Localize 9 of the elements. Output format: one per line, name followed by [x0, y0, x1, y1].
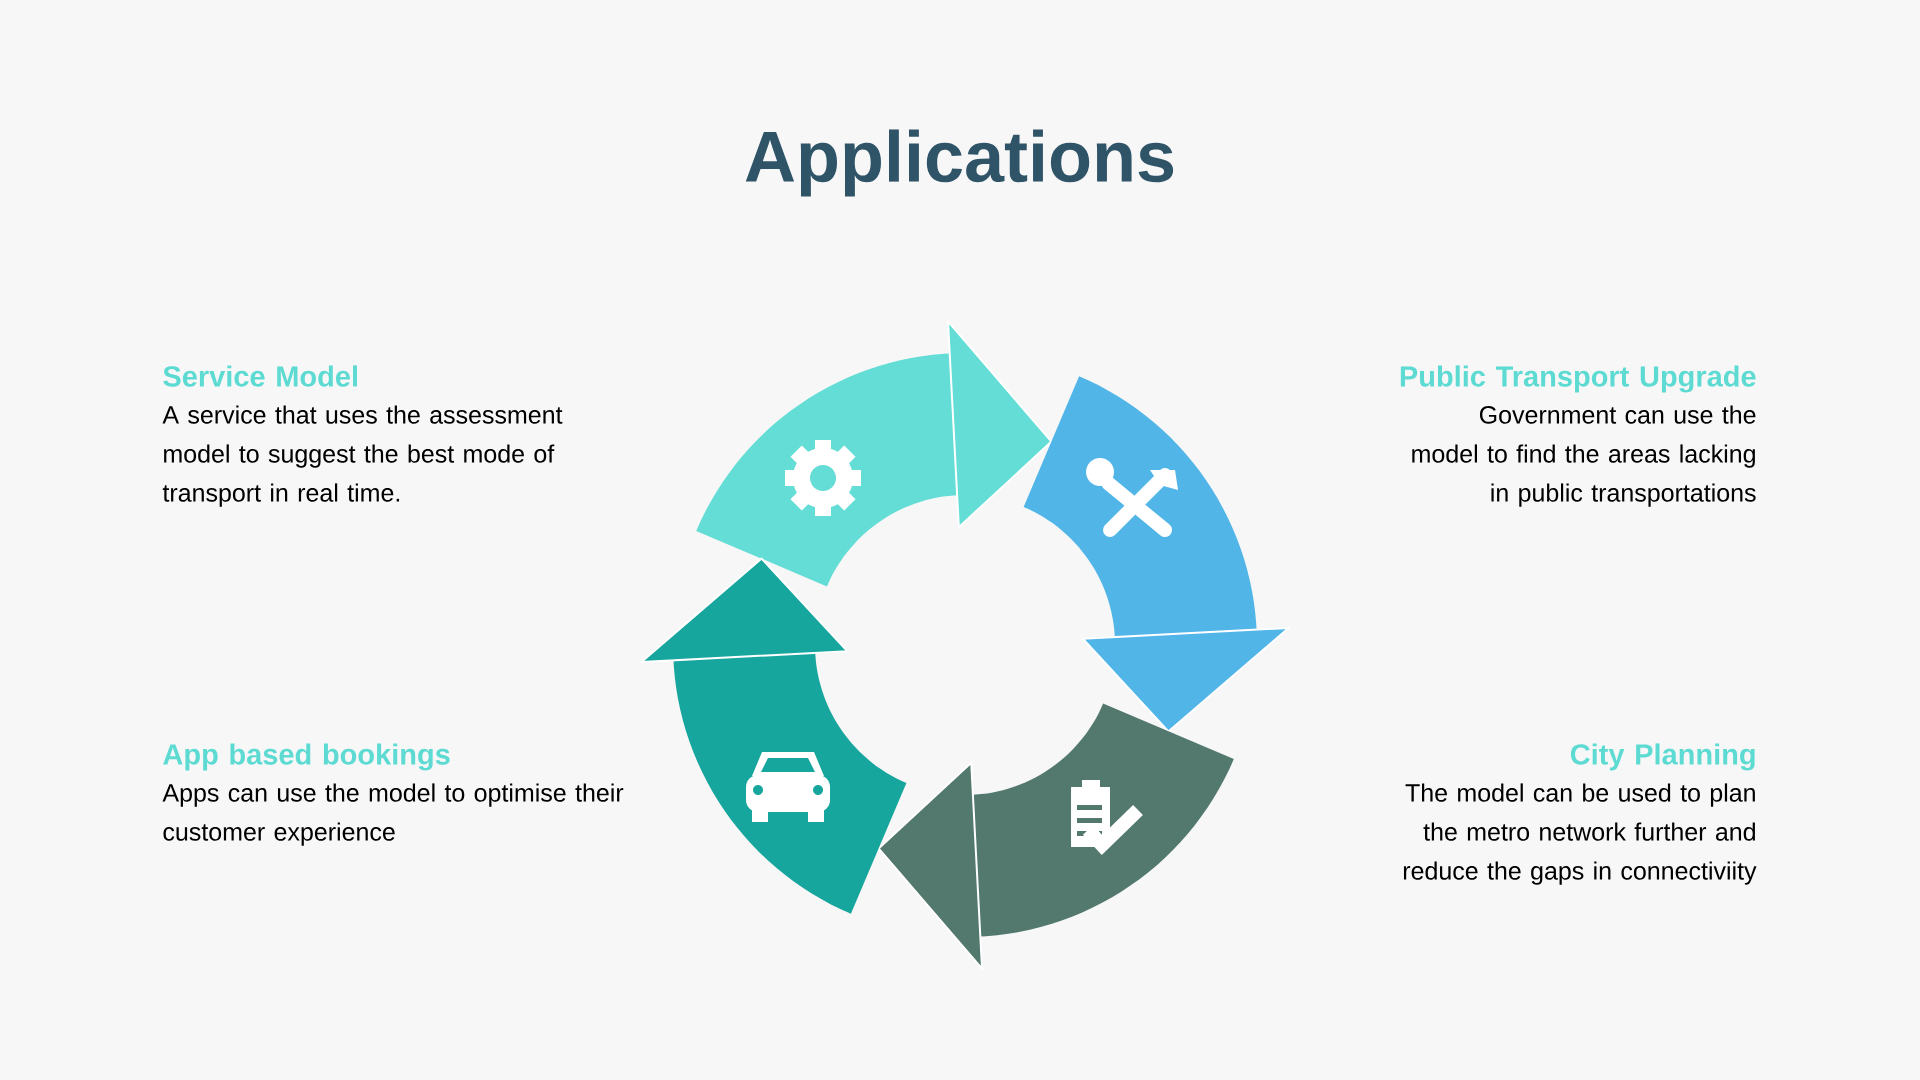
description: Apps can use the model to optimise their customer experience [162, 783, 624, 846]
heading: App based bookings [163, 743, 450, 771]
description: A service that uses the assessment model to suggest the best mode of transport in real time. [162, 405, 563, 507]
heading: City Planning [1570, 743, 1755, 771]
description: Government can use the model to find the areas lacking in public transportations [1412, 405, 1756, 507]
title: Applications [745, 129, 1174, 197]
heading: Public Transport Upgrade [1400, 365, 1756, 393]
heading: Service Model [163, 365, 357, 387]
description: The model can be used to plan the metro network further and reduce the gaps in connectiviity [1403, 783, 1757, 885]
